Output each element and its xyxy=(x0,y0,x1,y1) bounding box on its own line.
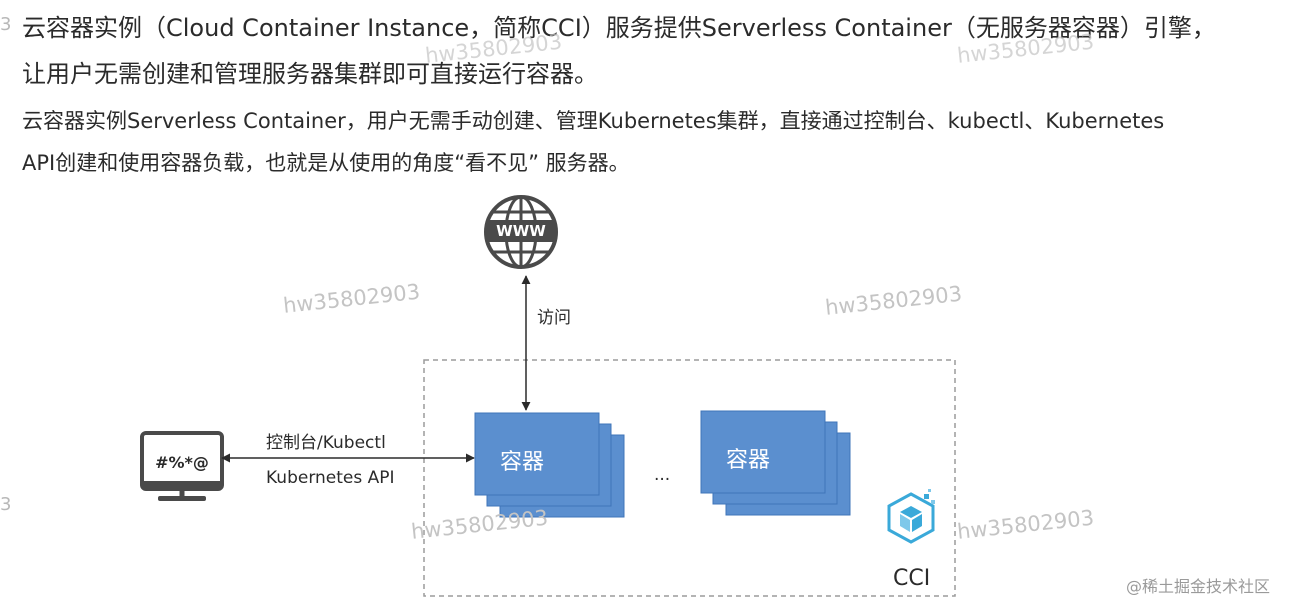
source-credit: @稀土掘金技术社区 xyxy=(1126,577,1271,596)
cci-label: CCI xyxy=(893,566,931,591)
intro-line-1: 云容器实例（Cloud Container Instance，简称CCI）服务提… xyxy=(22,14,1216,42)
intro-line-4: API创建和使用容器负载，也就是从使用的角度“看不见” 服务器。 xyxy=(22,151,630,175)
container-stack-1 xyxy=(474,412,625,518)
edge-fragment: 3 xyxy=(0,494,12,515)
container-label: 容器 xyxy=(500,450,545,475)
terminal-text: #%*@ xyxy=(155,453,209,472)
cci-boundary xyxy=(423,359,956,597)
edge-fragment: 3 xyxy=(0,14,12,35)
cci-logo-icon xyxy=(887,489,935,544)
access-label: 访问 xyxy=(537,308,571,328)
ellipsis: ... xyxy=(654,465,671,485)
globe-icon: WWW xyxy=(484,195,558,269)
container-stack-2 xyxy=(700,410,851,516)
kubernetes-api-label: Kubernetes API xyxy=(266,468,395,488)
intro-line-2: 让用户无需创建和管理服务器集群即可直接运行容器。 xyxy=(22,60,598,88)
intro-line-3: 云容器实例Serverless Container，用户无需手动创建、管理Kub… xyxy=(22,109,1165,133)
container-label: 容器 xyxy=(726,448,771,473)
www-text: WWW xyxy=(496,222,546,240)
console-kubectl-label: 控制台/Kubectl xyxy=(266,433,386,453)
monitor-icon: #%*@ xyxy=(140,431,224,501)
